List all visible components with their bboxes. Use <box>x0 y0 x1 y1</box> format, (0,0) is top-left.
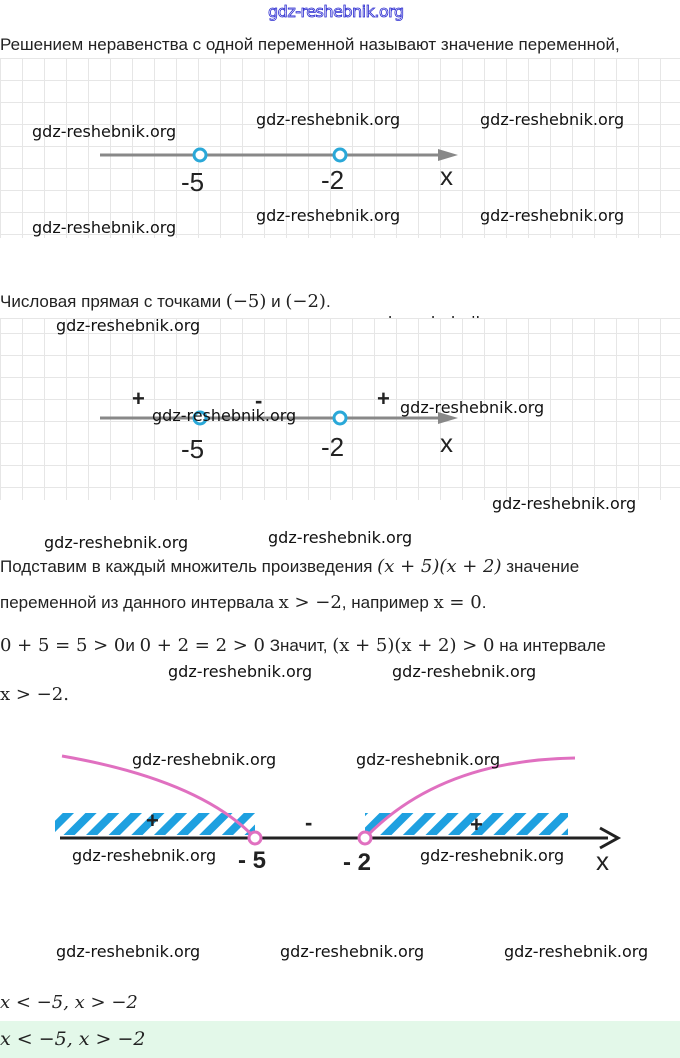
axis-label-x: x <box>440 428 453 458</box>
watermark: gdz-reshebnik.org <box>356 750 501 769</box>
axis-arrow-icon <box>438 412 458 424</box>
sign-curve-right <box>363 756 576 840</box>
number-line-3: + - + - 5 - 2 x <box>55 754 622 876</box>
label-minus-2: -2 <box>321 432 344 462</box>
answer-box <box>0 1021 680 1058</box>
watermark: gdz-reshebnik.org <box>168 662 313 681</box>
paragraph-interval-end: x > −2. <box>0 684 69 705</box>
number-line-1: -5 -2 x <box>100 147 458 197</box>
watermark: gdz-reshebnik.org <box>480 206 625 225</box>
hatched-interval-right <box>365 813 568 835</box>
watermark: gdz-reshebnik.org <box>32 218 177 237</box>
result-text: x < −5, x > −2 <box>0 992 138 1013</box>
watermark: gdz-reshebnik.org <box>280 942 425 961</box>
paragraph-interval: переменной из данного интервала x > −2, … <box>0 592 487 613</box>
header-watermark: gdz-reshebnik.org <box>268 2 405 22</box>
watermark: gdz-reshebnik.org <box>256 110 401 129</box>
label-minus-5: -5 <box>181 434 204 464</box>
sign-minus-middle: - <box>305 810 312 835</box>
paragraph-substitute: Подставим в каждый множитель произведени… <box>0 556 580 577</box>
point-minus-5 <box>192 147 208 163</box>
axis-label-x: x <box>440 161 453 191</box>
point-minus-2 <box>332 147 348 163</box>
watermark: gdz-reshebnik.org <box>400 398 545 417</box>
sign-minus-middle: - <box>255 388 262 413</box>
watermark: gdz-reshebnik.org <box>32 122 177 141</box>
label-minus-2: -2 <box>321 165 344 195</box>
watermark: gdz-reshebnik.org <box>72 846 217 865</box>
sign-curve-left <box>61 754 257 840</box>
axis-label-x: x <box>596 846 609 876</box>
watermark: gdz-reshebnik.org <box>56 942 201 961</box>
sign-plus-right: + <box>470 812 483 837</box>
point-minus-2 <box>332 410 348 426</box>
grid-diagram-2-top <box>0 318 680 333</box>
watermark: gdz-reshebnik.org <box>492 494 637 513</box>
paragraph-points: Числовая прямая с точками (−5) и (−2). <box>0 291 331 312</box>
watermark: gdz-reshebnik.org <box>132 750 277 769</box>
sign-plus-left: + <box>146 808 159 833</box>
point-minus-2 <box>357 830 373 846</box>
label-minus-5: - 5 <box>238 847 266 874</box>
watermark: gdz-reshebnik.org <box>480 110 625 129</box>
label-minus-5: -5 <box>181 167 204 197</box>
paragraph-definition: Решением неравенства с одной переменной … <box>0 35 620 54</box>
watermark: gdz-reshebnik.org <box>44 533 189 552</box>
watermark: gdz-reshebnik.org <box>152 406 297 425</box>
answer-text: x < −5, x > −2 <box>0 1028 146 1050</box>
label-minus-2: - 2 <box>343 849 371 876</box>
point-minus-5 <box>192 410 208 426</box>
watermark: gdz-reshebnik.org <box>504 942 649 961</box>
axis-arrow-icon <box>438 149 458 161</box>
watermark: gdz-reshebnik.org <box>268 528 413 547</box>
paragraph-check: 0 + 5 = 5 > 0и 0 + 2 = 2 > 0 Значит, (x … <box>0 635 606 656</box>
watermark: gdz-reshebnik.org <box>256 206 401 225</box>
axis-arrow-icon <box>599 826 622 850</box>
point-minus-5 <box>247 830 263 846</box>
watermark: gdz-reshebnik.org <box>420 846 565 865</box>
sign-plus-left: + <box>132 386 145 411</box>
watermark: gdz-reshebnik.org <box>56 316 201 335</box>
hatched-interval-left <box>55 813 255 835</box>
number-line-2: + - + -5 -2 x <box>100 386 458 464</box>
sign-plus-right: + <box>377 386 390 411</box>
watermark: gdz-reshebnik.org <box>392 662 537 681</box>
